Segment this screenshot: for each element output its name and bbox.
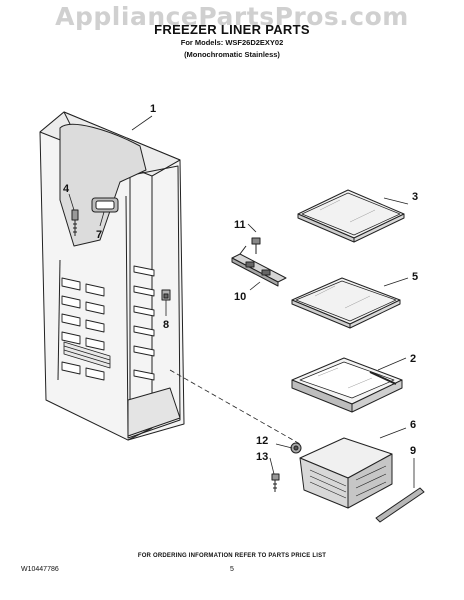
callout-11: 11 — [234, 219, 246, 231]
callout-10: 10 — [234, 291, 246, 303]
callout-8: 8 — [163, 319, 169, 331]
screw-part — [71, 209, 79, 236]
shelf-support — [231, 237, 287, 287]
watermark: AppliancePartsPros.com — [55, 2, 409, 31]
document-number: W10447786 — [21, 566, 59, 573]
screw-part — [271, 473, 280, 492]
framed-shelf — [291, 357, 403, 413]
page-number: 5 — [230, 566, 234, 573]
freezer-drawer — [299, 437, 393, 509]
trim-strip — [375, 487, 425, 523]
roller-part — [290, 442, 302, 454]
callout-9: 9 — [410, 445, 416, 457]
callout-5: 5 — [412, 271, 418, 283]
callout-12: 12 — [256, 435, 268, 447]
page-title: FREEZER LINER PARTS — [154, 22, 310, 37]
ordering-note: FOR ORDERING INFORMATION REFER TO PARTS … — [137, 553, 327, 559]
callout-13: 13 — [256, 451, 268, 463]
model-variant: (Monochromatic Stainless) — [184, 50, 280, 59]
light-housing — [91, 197, 119, 213]
callout-3: 3 — [412, 191, 418, 203]
glass-shelf — [297, 189, 405, 243]
freezer-liner — [39, 111, 185, 441]
callout-2: 2 — [410, 353, 416, 365]
callout-6: 6 — [410, 419, 416, 431]
callout-1: 1 — [150, 103, 156, 115]
glass-shelf — [291, 277, 401, 329]
model-number: For Models: WSF26D2EXY02 — [180, 38, 284, 47]
fastener-part — [161, 289, 171, 301]
callout-7: 7 — [96, 229, 102, 241]
callout-4: 4 — [63, 183, 70, 195]
